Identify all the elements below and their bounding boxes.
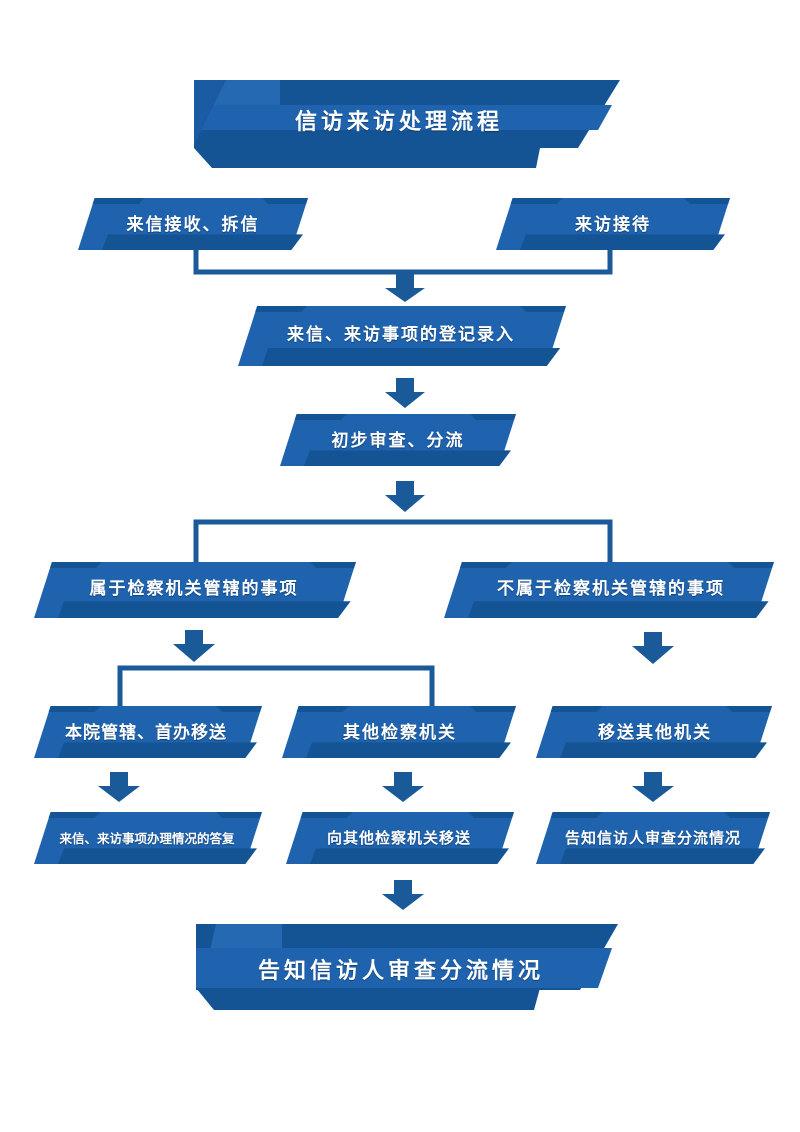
box-transfer-other-procuratorate — [286, 812, 514, 864]
node-other-procuratorate: 其他检察机关 — [343, 722, 457, 743]
box-own-court — [34, 706, 262, 758]
node-transfer-other-organ: 移送其他机关 — [598, 722, 712, 743]
box-visit-reception — [496, 198, 730, 250]
title: 信访来访处理流程 — [294, 110, 503, 135]
node-registration: 来信、来访事项的登记录入 — [287, 324, 515, 345]
box-notify-petitioner — [536, 812, 770, 864]
box-outside-jurisdiction — [444, 562, 774, 618]
box-other-procuratorate — [282, 706, 516, 758]
arrow-down-icon — [382, 880, 424, 910]
box-transfer-other-organ — [536, 706, 772, 758]
box-registration — [238, 306, 566, 366]
node-preliminary-review: 初步审查、分流 — [331, 430, 465, 451]
arrows — [98, 274, 674, 910]
node-within-jurisdiction: 属于检察机关管辖的事项 — [89, 578, 299, 599]
box-preliminary-review — [280, 414, 516, 466]
title-banner — [194, 80, 620, 168]
arrow-down-icon — [632, 772, 674, 802]
node-outside-jurisdiction: 不属于检察机关管辖的事项 — [497, 578, 725, 599]
node-reply-handling: 来信、来访事项办理情况的答复 — [59, 830, 235, 846]
arrow-down-icon — [382, 772, 424, 802]
final-node: 告知信访人审查分流情况 — [257, 959, 544, 984]
connectors — [117, 248, 613, 708]
box-letter-receive — [78, 198, 308, 250]
arrow-down-icon — [385, 378, 425, 408]
node-transfer-other-procuratorate: 向其他检察机关移送 — [326, 828, 471, 847]
box-reply-handling — [34, 812, 262, 864]
arrow-down-icon — [173, 630, 215, 662]
node-visit-reception: 来访接待 — [575, 214, 651, 235]
node-notify-petitioner: 告知信访人审查分流情况 — [564, 828, 741, 847]
arrow-down-icon — [98, 772, 140, 802]
arrow-down-icon — [385, 481, 425, 512]
node-letter-receive: 来信接收、拆信 — [126, 214, 260, 235]
final-banner — [196, 924, 618, 1010]
arrow-down-icon — [632, 632, 674, 664]
node-own-court: 本院管辖、首办移送 — [65, 722, 227, 743]
boxes — [34, 198, 774, 864]
arrow-down-icon — [385, 274, 425, 302]
box-within-jurisdiction — [34, 562, 356, 618]
